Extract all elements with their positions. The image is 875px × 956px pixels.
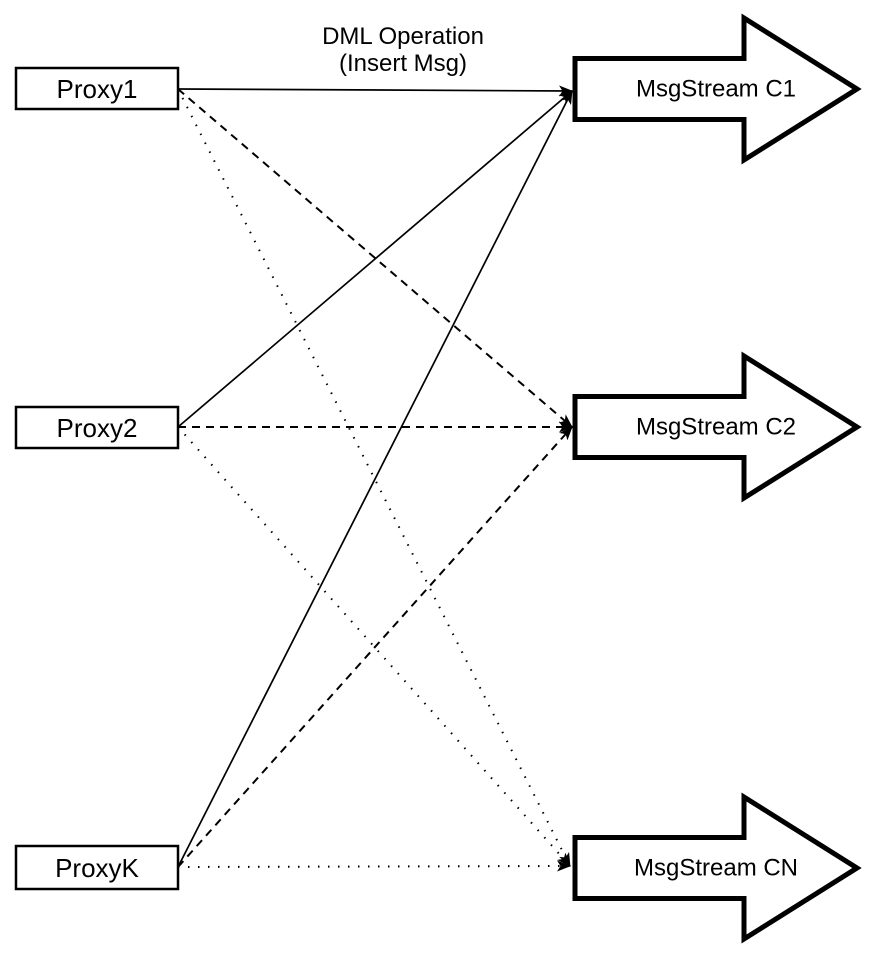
proxyk-label: ProxyK [55,853,139,883]
proxy2-box [14,405,180,450]
edge-proxyk-cn [177,860,571,872]
proxyk-box [14,844,180,891]
proxy1-box [14,66,180,111]
node-proxy2: Proxy2 [14,405,180,450]
diagram-title: DML Operation (Insert Msg) [322,23,484,77]
node-msgstream-c2: MsgStream C2 [572,351,862,503]
title-line1: DML Operation [322,23,484,50]
edge-proxy2-cn [177,426,571,867]
msgstream-cn-arrow-shape [572,792,862,944]
msgstream-c2-arrow-shape [572,351,862,503]
node-proxy1: Proxy1 [14,66,180,111]
title-line2: (Insert Msg) [339,50,467,77]
msgstream-c1-label: MsgStream C1 [636,76,796,103]
msgstream-c1-arrow-shape [572,13,862,165]
node-msgstream-cn: MsgStream CN [572,792,862,944]
edge-proxy1-c1 [177,85,573,97]
node-msgstream-c1: MsgStream C1 [572,13,862,165]
node-proxyk: ProxyK [14,844,180,891]
msgstream-c2-label: MsgStream C2 [636,414,796,441]
edge-proxyk-c2 [177,426,573,868]
edge-proxy2-c1 [177,90,573,428]
edge-layer [177,85,573,872]
proxy2-label: Proxy2 [57,413,138,443]
msgstream-cn-label: MsgStream CN [634,855,798,882]
edge-proxyk-c1 [177,90,573,868]
proxy1-label: Proxy1 [57,74,138,104]
